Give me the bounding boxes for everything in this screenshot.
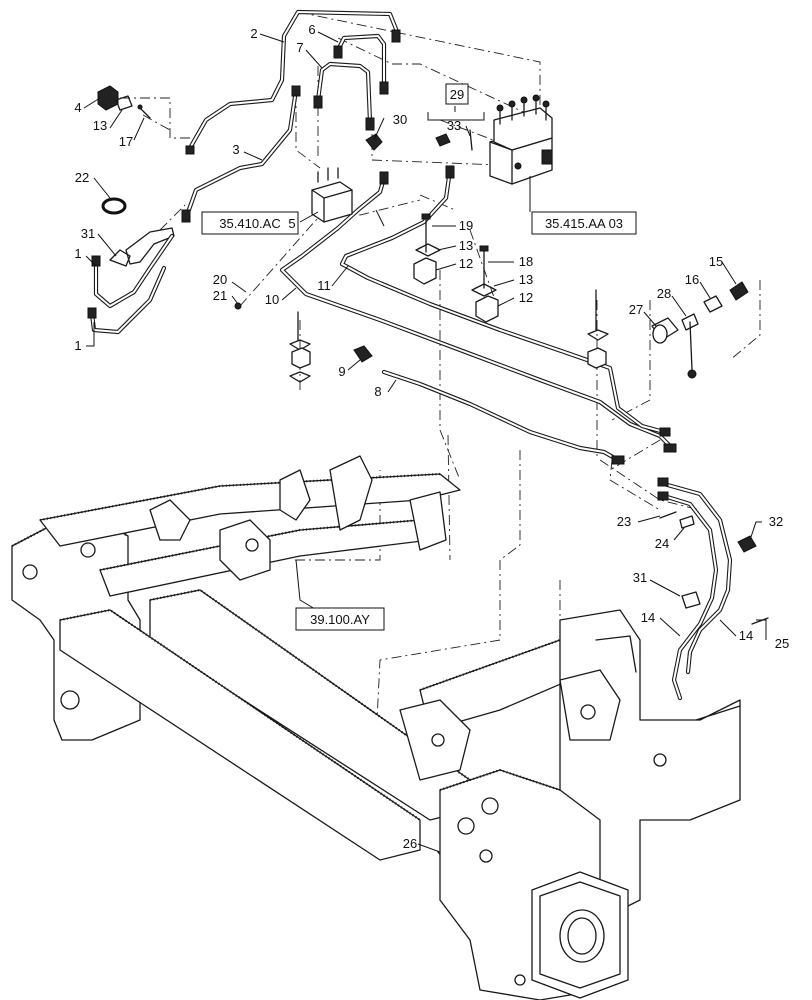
callout-20[interactable]: 20 (213, 272, 227, 287)
callout-5[interactable]: 5 (288, 216, 295, 231)
callout-33[interactable]: 33 (447, 118, 461, 133)
callout-10[interactable]: 10 (265, 292, 279, 307)
callout-18[interactable]: 18 (519, 254, 533, 269)
callout-12[interactable]: 12 (459, 256, 473, 271)
callout-29: 29 (450, 87, 464, 102)
callout-13[interactable]: 13 (93, 118, 107, 133)
tube-assemblies (183, 9, 675, 463)
callout-23[interactable]: 23 (617, 514, 631, 529)
callout-27[interactable]: 27 (629, 302, 643, 317)
callout-15[interactable]: 15 (709, 254, 723, 269)
leader-lines (83, 31, 767, 853)
callout-28[interactable]: 28 (657, 286, 671, 301)
callout-8[interactable]: 8 (374, 384, 381, 399)
reference-box-39100[interactable]: 39.100.AY (295, 607, 385, 631)
callout-26[interactable]: 26 (403, 836, 417, 851)
callout-9[interactable]: 9 (338, 364, 345, 379)
callout-13[interactable]: 13 (459, 238, 473, 253)
reference-box-35415[interactable]: 35.415.AA 03 (531, 211, 637, 235)
callout-1[interactable]: 1 (74, 246, 81, 261)
callout-11[interactable]: 11 (317, 278, 331, 293)
tube-fittings (181, 29, 677, 465)
callout-13[interactable]: 13 (519, 272, 533, 287)
callout-31[interactable]: 31 (81, 226, 95, 241)
callout-24[interactable]: 24 (655, 536, 669, 551)
callout-7[interactable]: 7 (296, 40, 303, 55)
callout-31[interactable]: 31 (633, 570, 647, 585)
callout-group-29[interactable]: 29 (445, 83, 469, 105)
hardware (87, 85, 769, 881)
reference-label-39100: 39.100.AY (310, 612, 370, 627)
callout-21[interactable]: 21 (213, 288, 227, 303)
callout-30[interactable]: 30 (393, 112, 407, 127)
reference-label-35410: 35.410.AC (219, 216, 280, 231)
callout-14[interactable]: 14 (739, 628, 753, 643)
callout-25[interactable]: 25 (775, 636, 789, 651)
callout-4[interactable]: 4 (74, 100, 81, 115)
callout-22[interactable]: 22 (75, 170, 89, 185)
callout-14[interactable]: 14 (641, 610, 655, 625)
callout-19[interactable]: 19 (459, 218, 473, 233)
callout-6[interactable]: 6 (308, 22, 315, 37)
callout-17[interactable]: 17 (119, 134, 133, 149)
hose-assembly-14 (657, 477, 733, 701)
callout-12[interactable]: 12 (519, 290, 533, 305)
callout-1[interactable]: 1 (74, 338, 81, 353)
callout-2[interactable]: 2 (250, 26, 257, 41)
callout-16[interactable]: 16 (685, 272, 699, 287)
callout-32[interactable]: 32 (769, 514, 783, 529)
reference-label-35415: 35.415.AA 03 (545, 216, 623, 231)
callout-3[interactable]: 3 (232, 142, 239, 157)
reference-box-35410[interactable]: 35.410.AC (201, 211, 299, 235)
chassis-frame (11, 455, 741, 1000)
callout-numbers: 2 6 7 4 13 17 30 33 3 22 5 31 1 1 19 13 … (74, 22, 789, 851)
valve-assembly (489, 94, 553, 185)
